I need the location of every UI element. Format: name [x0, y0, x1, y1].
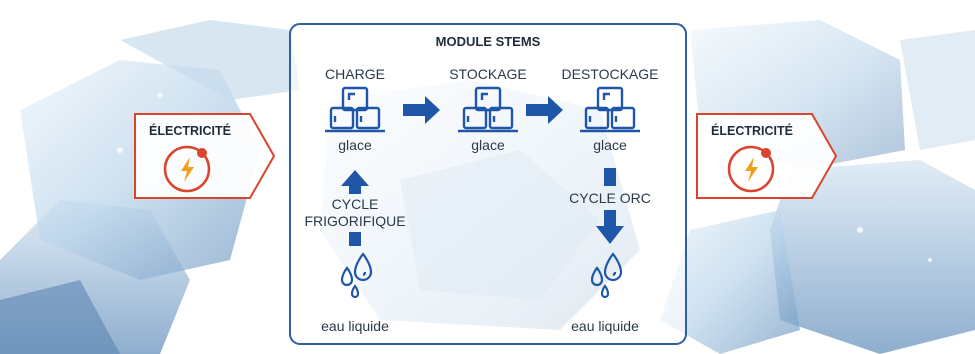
ice-cubes-icon-charge [325, 86, 385, 133]
left-lightning-icon [163, 145, 211, 193]
right-electricity-label: ÉLECTRICITÉ [711, 124, 793, 138]
stage-title-charge: CHARGE [325, 66, 385, 82]
stage-caption-destockage: glace [593, 137, 627, 153]
left-electricity-label: ÉLECTRICITÉ [149, 124, 231, 138]
water-label-left: eau liquide [321, 318, 389, 334]
cycle-frigorifique-line2: FRIGORIFIQUE [304, 213, 406, 229]
arrow-up-cycle-frigorifique [341, 170, 369, 246]
cycle-frigorifique-line1: CYCLE [331, 196, 379, 212]
ice-cubes-icon-stockage [458, 86, 518, 133]
stage-caption-charge: glace [338, 137, 372, 153]
right-lightning-icon [727, 145, 775, 193]
cycle-orc-label: CYCLE ORC [569, 190, 651, 206]
water-drops-icon-left [340, 252, 373, 299]
stage-caption-stockage: glace [471, 137, 505, 153]
water-drops-icon-right [590, 252, 623, 299]
stage-title-destockage: DESTOCKAGE [561, 66, 659, 82]
arrow-stockage-to-destockage [526, 96, 563, 124]
arrow-charge-to-stockage [403, 96, 440, 124]
arrow-down-cycle-orc [596, 168, 624, 244]
module-title: MODULE STEMS [435, 34, 541, 49]
ice-cubes-icon-destockage [580, 86, 640, 133]
module-frame [289, 23, 687, 345]
stage-title-stockage: STOCKAGE [449, 66, 527, 82]
water-label-right: eau liquide [571, 318, 639, 334]
